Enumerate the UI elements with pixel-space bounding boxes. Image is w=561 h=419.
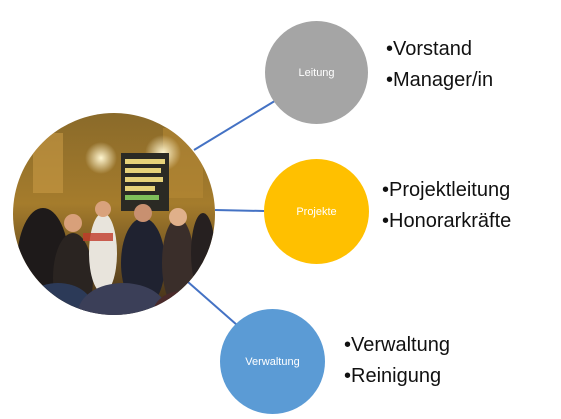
connector-leitung — [193, 95, 284, 151]
node-leitung-label: Leitung — [298, 66, 335, 79]
list-item: Reinigung — [344, 361, 450, 392]
verwaltung-bullet-list: Verwaltung Reinigung — [344, 330, 450, 392]
leitung-bullet-list: Vorstand Manager/in — [386, 34, 493, 96]
list-item: Vorstand — [386, 34, 493, 65]
node-verwaltung: Verwaltung — [220, 309, 325, 414]
meeting-photo — [13, 113, 215, 315]
node-projekte: Projekte — [264, 159, 369, 264]
list-item: Manager/in — [386, 65, 493, 96]
node-verwaltung-label: Verwaltung — [245, 355, 300, 368]
list-item: Verwaltung — [344, 330, 450, 361]
list-item: Honorarkräfte — [382, 206, 511, 237]
node-leitung: Leitung — [265, 21, 368, 124]
list-item: Projektleitung — [382, 175, 511, 206]
connector-projekte — [214, 209, 265, 212]
projekte-bullet-list: Projektleitung Honorarkräfte — [382, 175, 511, 237]
node-projekte-label: Projekte — [296, 205, 337, 218]
connector-verwaltung — [187, 281, 238, 326]
meeting-photo-image — [13, 113, 215, 315]
